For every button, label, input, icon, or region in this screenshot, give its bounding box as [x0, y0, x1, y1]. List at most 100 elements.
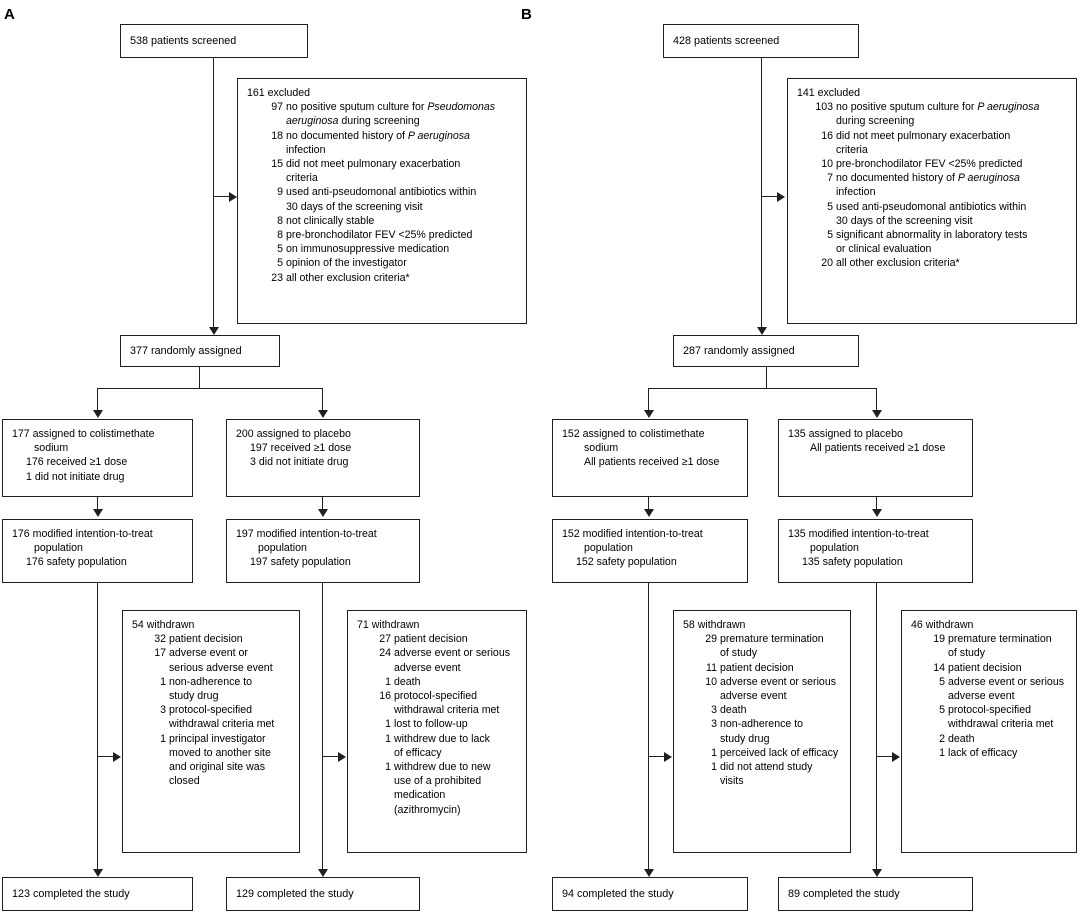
screened-text-b: 428 patients screened — [673, 35, 780, 47]
connector-split-bar-b — [648, 388, 877, 390]
arrowhead-randomised-b — [757, 327, 767, 335]
connector-mitt-completed-b-arm1 — [648, 583, 650, 873]
list-item-label: lost to follow-up — [394, 718, 468, 731]
connector-excluded-a — [213, 196, 233, 198]
connector-split-left-a — [97, 388, 99, 412]
list-item-label: patient decision — [169, 633, 243, 646]
list-item-count — [259, 143, 283, 157]
list-item-count: 16 — [379, 690, 391, 703]
list-item-count: 5 — [827, 200, 833, 213]
list-item-label: premature termination — [720, 633, 824, 646]
arrowhead-withdrawn-a-arm1 — [113, 752, 121, 762]
list-item-label: or clinical evaluation — [836, 243, 932, 256]
text-line: population — [34, 542, 83, 555]
list-item-label: during screening — [836, 115, 915, 128]
arrowhead-withdrawn-a-arm2 — [338, 752, 346, 762]
box-completed-a-arm2: 129 completed the study — [226, 877, 420, 911]
list-item-label: adverse event or — [169, 647, 248, 660]
list-item-label: significant abnormality in laboratory te… — [836, 229, 1028, 242]
connector-withdrawn-a-arm1 — [97, 756, 115, 758]
list-item-label: no documented history of P aeruginosa — [836, 172, 1020, 185]
text-line: 177 assigned to colistimethate — [12, 428, 155, 440]
list-item-continuation: 30 days of the screening visit — [247, 200, 518, 214]
box-randomised-b: 287 randomly assigned — [673, 335, 859, 367]
text-line: 200 assigned to placebo — [236, 428, 351, 440]
box-screened-b: 428 patients screened — [663, 24, 859, 58]
list-item-continuation: adverse event — [683, 689, 842, 703]
list-item-label: 30 days of the screening visit — [286, 200, 423, 213]
connector-split-stem-b — [766, 367, 768, 389]
arrowhead-withdrawn-b-arm1 — [664, 752, 672, 762]
connector-assigned-mitt-b-arm2 — [876, 497, 878, 511]
mitt-lines-a-arm1: 176 modified intention-to-treat populatio… — [12, 527, 184, 570]
list-item-count — [809, 214, 833, 228]
list-item-label: moved to another site — [169, 746, 271, 759]
connector-withdrawn-b-arm1 — [648, 756, 666, 758]
list-item-label: withdrawal criteria met — [394, 704, 500, 717]
box-screened-a: 538 patients screened — [120, 24, 308, 58]
list-item-label: of efficacy — [394, 746, 442, 759]
arrowhead-excluded-b — [777, 192, 785, 202]
list-item-label: withdrew due to new — [394, 761, 491, 774]
list-item-label: adverse event — [948, 690, 1015, 703]
list-item-count: 3 — [160, 704, 166, 717]
list-item-continuation: aeruginosa during screening — [247, 114, 518, 128]
list-item-label: on immunosuppressive medication — [286, 243, 450, 256]
list-item-label: adverse event or serious — [948, 675, 1065, 688]
arrowhead-excluded-a — [229, 192, 237, 202]
list-item-count — [146, 774, 166, 788]
list-item-label: of study — [948, 647, 986, 660]
list-item-continuation: or clinical evaluation — [797, 242, 1068, 256]
list-item-count: 10 — [705, 675, 717, 688]
list-item-count — [146, 760, 166, 774]
arrowhead-arm1-b — [644, 410, 654, 418]
list-item-label: used anti-pseudomonal antibiotics within — [836, 200, 1027, 213]
text-line: sodium — [584, 442, 619, 455]
list-item-count — [259, 171, 283, 185]
text-line: 176 received ≥1 dose — [26, 456, 128, 469]
list-item-count — [371, 774, 391, 788]
list-item-count — [259, 114, 283, 128]
list-item-continuation: criteria — [797, 143, 1068, 157]
list-item-count: 5 — [827, 229, 833, 242]
text-line: 3 did not initiate drug — [250, 456, 349, 469]
list-item-label: infection — [286, 143, 326, 156]
list-item-label: patient decision — [394, 633, 468, 646]
list-item-continuation: of efficacy — [357, 746, 518, 760]
list-item-label: withdrawal criteria met — [948, 718, 1054, 731]
withdrawn-header-b-arm1: 58 withdrawn — [683, 619, 746, 631]
list-item-label: 30 days of the screening visit — [836, 214, 973, 227]
text-line: All patients received ≥1 dose — [810, 442, 946, 455]
list-item-label: protocol-specified — [948, 704, 1032, 717]
list-item-count: 97 — [271, 101, 283, 114]
list-item-label: infection — [836, 186, 876, 199]
withdrawn-header-a-arm2: 71 withdrawn — [357, 619, 420, 631]
text-line: 176 modified intention-to-treat — [12, 528, 153, 540]
completed-text-a-arm2: 129 completed the study — [236, 888, 354, 900]
list-item-continuation: infection — [247, 143, 518, 157]
list-item-label: death — [948, 732, 975, 745]
list-item-continuation: adverse event — [357, 661, 518, 675]
